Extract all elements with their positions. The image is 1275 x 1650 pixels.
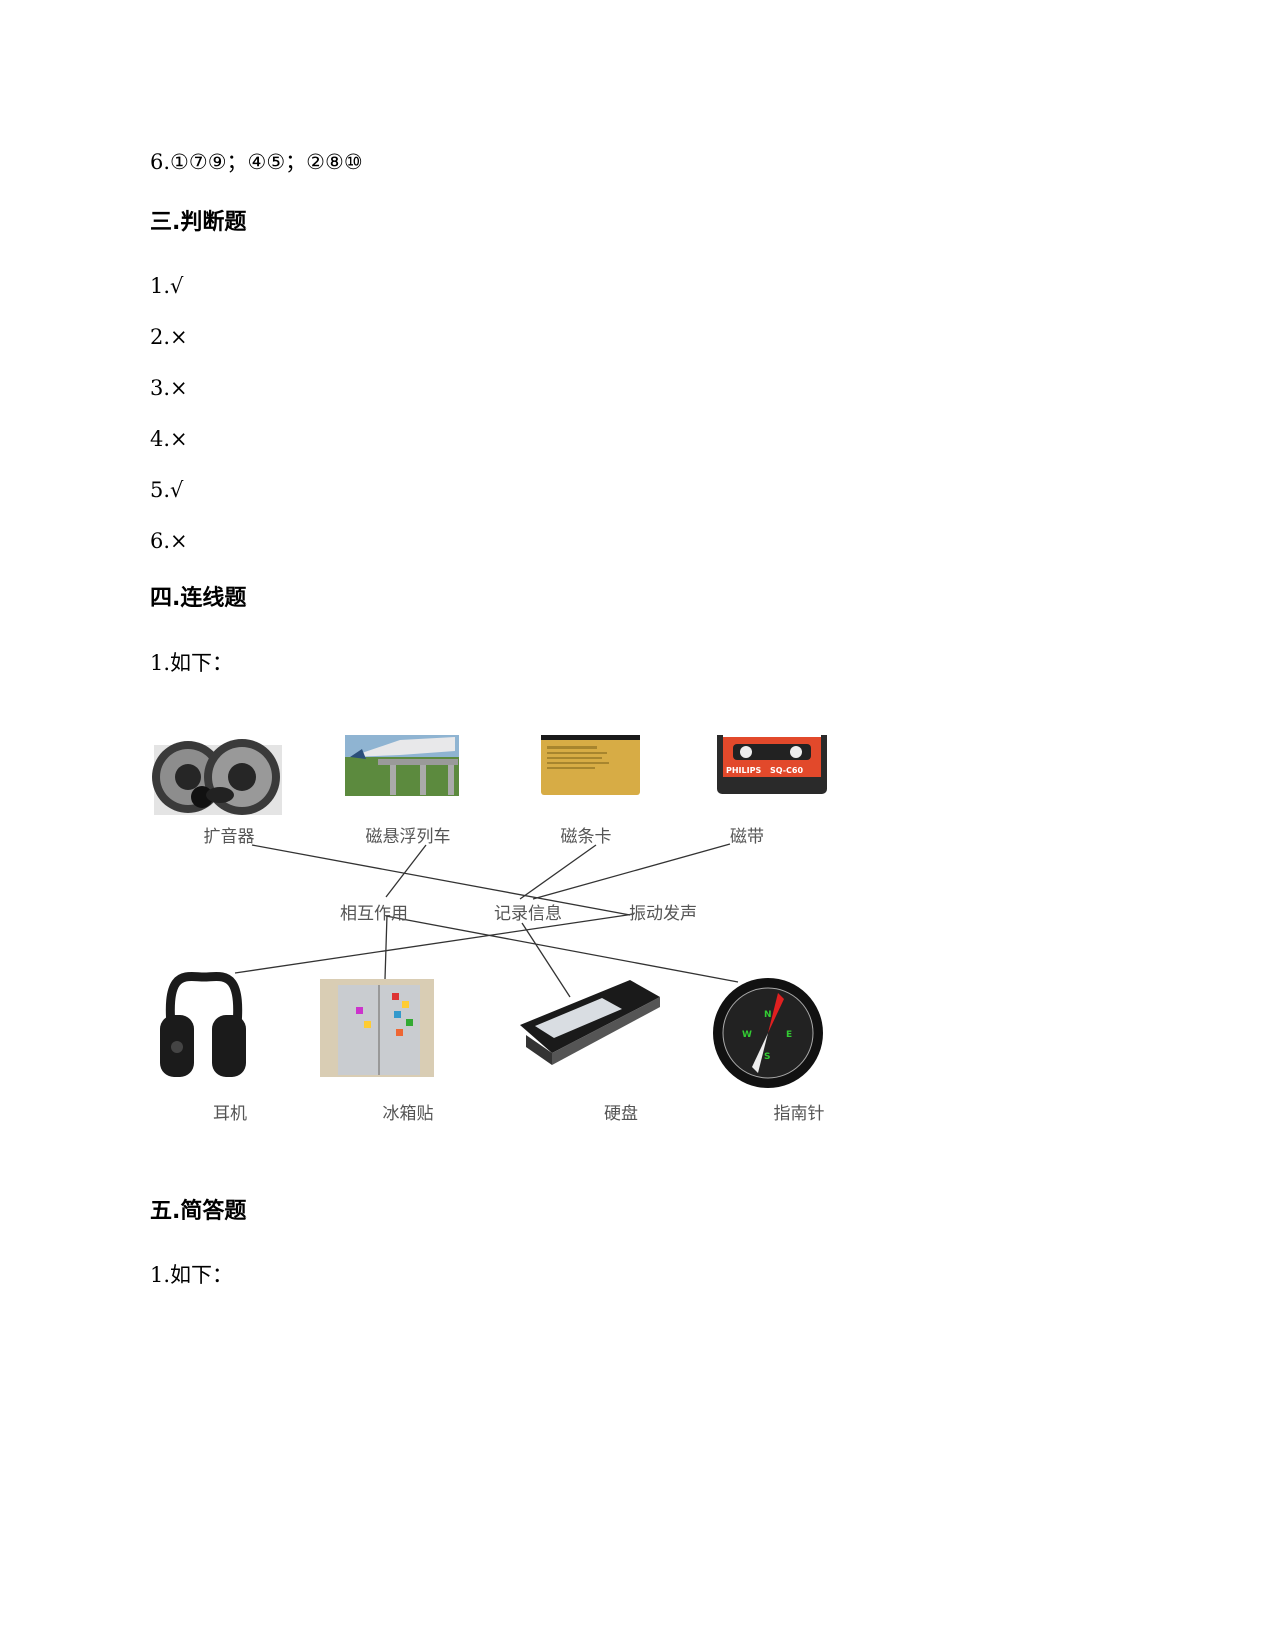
compass-letter-s: S [764,1052,770,1062]
section-heading-true-false: 三.判断题 [150,210,247,235]
section-heading-short-answer: 五.简答题 [150,1199,247,1224]
middle-label-interaction: 相互作用 [340,904,408,924]
true-false-answer-5: 5.√ [150,478,184,502]
short-answer-1: 1.如下： [150,1263,234,1287]
q6-choice-answer: 6.①⑦⑨；④⑤；②⑧⑩ [150,150,363,174]
maglev-train-icon [345,735,459,796]
connection-line-fridge-magnet [384,914,388,980]
connection-line-hard-disk [521,922,571,998]
connection-line-card [519,844,597,900]
hard-disk-icon [520,980,660,1065]
matching-answer-1: 1.如下： [150,651,234,675]
connection-line-compass [385,915,739,983]
connection-line-speaker [251,844,631,916]
true-false-answer-2: 2.× [150,325,188,349]
connection-line-headphones [234,913,635,974]
speaker-icon [152,739,282,815]
tape-model-label: SQ-C60 [770,766,803,775]
top-label-maglev: 磁悬浮列车 [366,827,451,847]
magnetic-card-icon [541,735,640,795]
middle-label-record: 记录信息 [494,904,562,924]
section-heading-matching: 四.连线题 [150,586,247,611]
connection-line-maglev [385,844,427,898]
cassette-tape-icon: PHILIPS SQ-C60 [717,735,827,794]
top-label-tape: 磁带 [730,827,764,847]
fridge-magnet-icon [320,979,434,1077]
compass-letter-n: N [764,1010,772,1020]
true-false-answer-1: 1.√ [150,274,184,298]
true-false-answer-6: 6.× [150,529,188,553]
true-false-answer-3: 3.× [150,376,188,400]
true-false-answer-4: 4.× [150,427,188,451]
tape-brand-label: PHILIPS [726,766,761,775]
connection-line-tape [532,843,731,900]
bottom-label-headphones: 耳机 [213,1104,247,1124]
bottom-label-compass: 指南针 [774,1104,825,1124]
compass-letter-w: W [742,1030,752,1040]
bottom-label-fridge-magnet: 冰箱贴 [383,1104,434,1124]
top-label-card: 磁条卡 [561,827,612,847]
connection-lines [234,843,739,998]
compass-letter-e: E [786,1030,792,1040]
matching-figure: PHILIPS SQ-C60 扩音器 磁悬浮列车 磁条卡 磁带 相互作用 记录信… [150,735,890,1195]
middle-label-vibrate: 振动发声 [629,904,697,924]
matching-diagram: PHILIPS SQ-C60 扩音器 磁悬浮列车 磁条卡 磁带 相互作用 记录信… [152,735,827,1124]
bottom-label-hard-disk: 硬盘 [604,1104,638,1124]
compass-icon: N E S W [713,978,823,1088]
headphones-icon [160,972,246,1077]
top-label-speaker: 扩音器 [204,827,255,847]
